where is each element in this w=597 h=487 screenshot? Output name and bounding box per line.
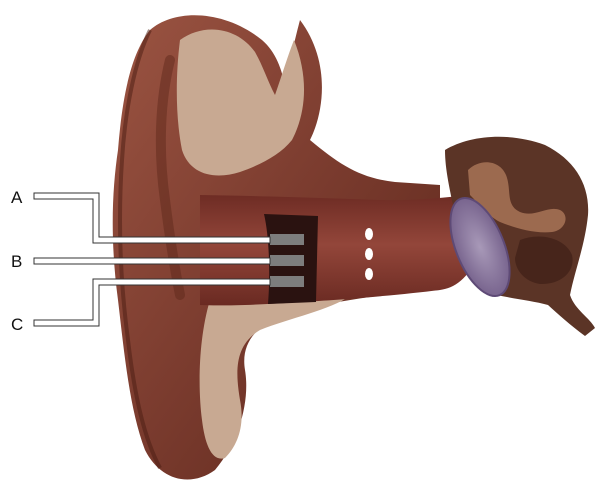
ear-canal [200, 195, 480, 305]
label-b: B [11, 252, 22, 271]
canal-hole-3 [365, 268, 373, 280]
electrode-c [270, 276, 304, 287]
electrode-b [270, 255, 304, 266]
electrode-a [270, 234, 304, 245]
label-c: C [11, 315, 23, 334]
canal-hole-2 [365, 248, 373, 260]
label-a: A [11, 188, 23, 207]
canal-hole-1 [365, 228, 373, 240]
leader-b [34, 258, 270, 264]
lower-concha [200, 296, 350, 459]
